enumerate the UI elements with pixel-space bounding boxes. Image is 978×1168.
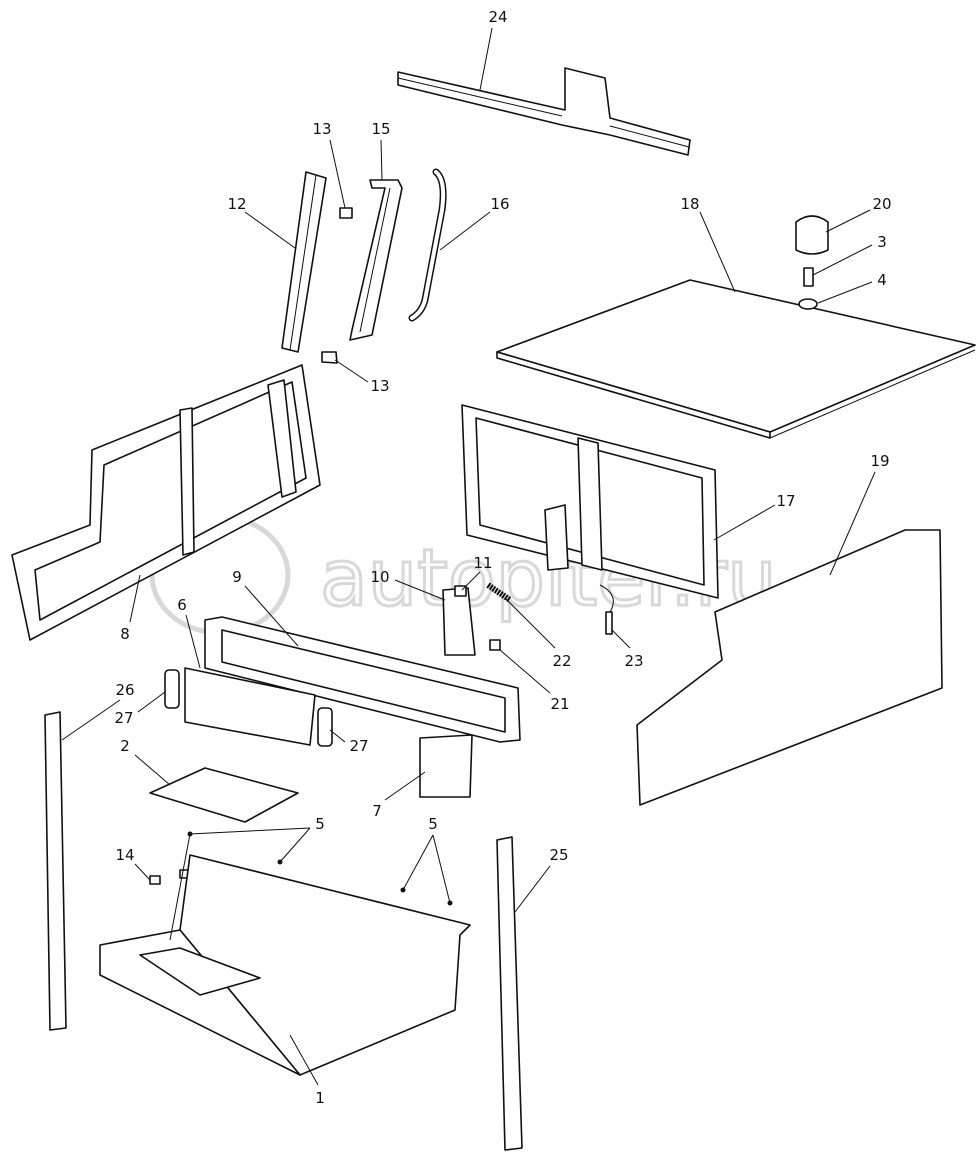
callout-7: 7 <box>372 802 382 820</box>
leader-lines <box>61 27 876 1086</box>
part-1-tray <box>99 854 471 1076</box>
part-17-frame <box>461 404 719 599</box>
part-9-duct <box>204 616 521 743</box>
callout-11: 11 <box>473 554 492 572</box>
part-14-screw <box>149 869 191 885</box>
callout-18: 18 <box>680 195 699 213</box>
part-6-filter <box>184 667 316 746</box>
part-4-base <box>798 298 818 310</box>
part-23-cable <box>599 584 614 635</box>
callout-20: 20 <box>872 195 891 213</box>
callout-1: 1 <box>315 1089 325 1107</box>
callout-labels: 24 13 15 12 16 18 20 3 4 13 19 17 11 9 1… <box>114 8 891 1107</box>
callout-8: 8 <box>120 625 130 643</box>
callout-5b: 5 <box>428 815 438 833</box>
callout-13: 13 <box>312 120 331 138</box>
callout-16: 16 <box>490 195 509 213</box>
callout-10: 10 <box>370 568 389 586</box>
callout-12: 12 <box>227 195 246 213</box>
callout-26: 26 <box>115 681 134 699</box>
part-22-spring <box>486 582 512 603</box>
callout-19: 19 <box>870 452 889 470</box>
callout-24: 24 <box>488 8 507 26</box>
part-26-rail <box>44 711 67 1031</box>
callout-23: 23 <box>624 652 643 670</box>
part-21-nut <box>489 639 501 651</box>
callout-27: 27 <box>114 709 133 727</box>
callout-21: 21 <box>550 695 569 713</box>
callout-25: 25 <box>549 846 568 864</box>
part-3-spring <box>803 267 814 287</box>
callout-4: 4 <box>877 271 887 289</box>
part-12-pillar <box>281 171 327 353</box>
part-8-frame <box>11 364 321 641</box>
part-19-side-panel <box>636 529 943 806</box>
part-13-bracket-top <box>339 207 353 219</box>
part-7-panel <box>419 734 473 798</box>
callout-3: 3 <box>877 233 887 251</box>
callout-27b: 27 <box>349 737 368 755</box>
part-2-cover <box>149 767 299 823</box>
part-20-beacon <box>795 215 829 255</box>
part-24-beam <box>397 67 691 156</box>
callout-13b: 13 <box>370 377 389 395</box>
callout-2: 2 <box>120 737 130 755</box>
callout-6: 6 <box>177 596 187 614</box>
callout-17: 17 <box>776 492 795 510</box>
callout-15: 15 <box>371 120 390 138</box>
part-25-rail <box>496 836 523 1151</box>
part-13-bracket-bottom <box>321 351 338 364</box>
callout-22: 22 <box>552 652 571 670</box>
part-27-seal-right <box>317 707 333 747</box>
callout-9: 9 <box>232 568 242 586</box>
callout-14: 14 <box>115 846 134 864</box>
part-27-seal-left <box>164 669 180 709</box>
part-15-pillar <box>349 179 403 341</box>
part-18-roof-panel <box>496 279 976 439</box>
callout-5: 5 <box>315 815 325 833</box>
